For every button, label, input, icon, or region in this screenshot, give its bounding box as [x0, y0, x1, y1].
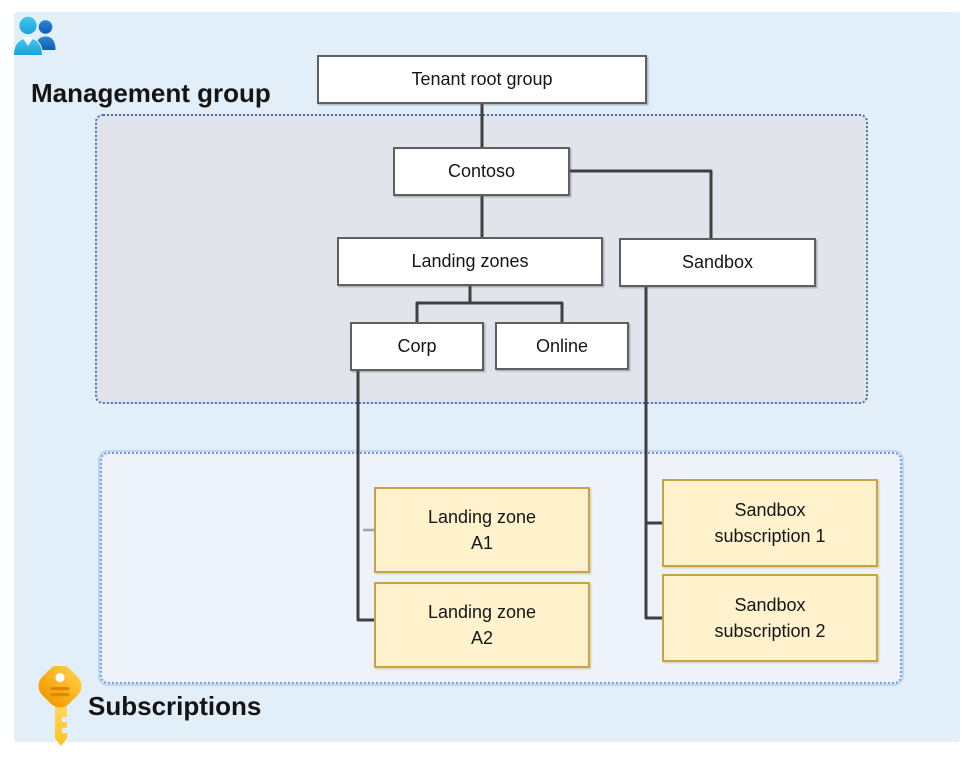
- node-contoso: Contoso: [393, 147, 570, 196]
- people-icon: [12, 15, 56, 56]
- subscriptions-label: Subscriptions: [88, 691, 262, 721]
- node-landing-zones: Landing zones: [337, 237, 603, 286]
- key-icon: [38, 666, 82, 746]
- node-sandbox: Sandbox: [619, 238, 816, 287]
- node-sandbox-subscription-1: Sandbox subscription 1: [662, 479, 878, 567]
- node-sandbox-subscription-2: Sandbox subscription 2: [662, 574, 878, 662]
- node-landing-zone-a1: Landing zone A1: [374, 487, 590, 573]
- node-corp: Corp: [350, 322, 484, 371]
- node-landing-zone-a2: Landing zone A2: [374, 582, 590, 668]
- node-online: Online: [495, 322, 629, 370]
- node-tenant-root-group: Tenant root group: [317, 55, 647, 104]
- management-group-label: Management group: [31, 78, 271, 108]
